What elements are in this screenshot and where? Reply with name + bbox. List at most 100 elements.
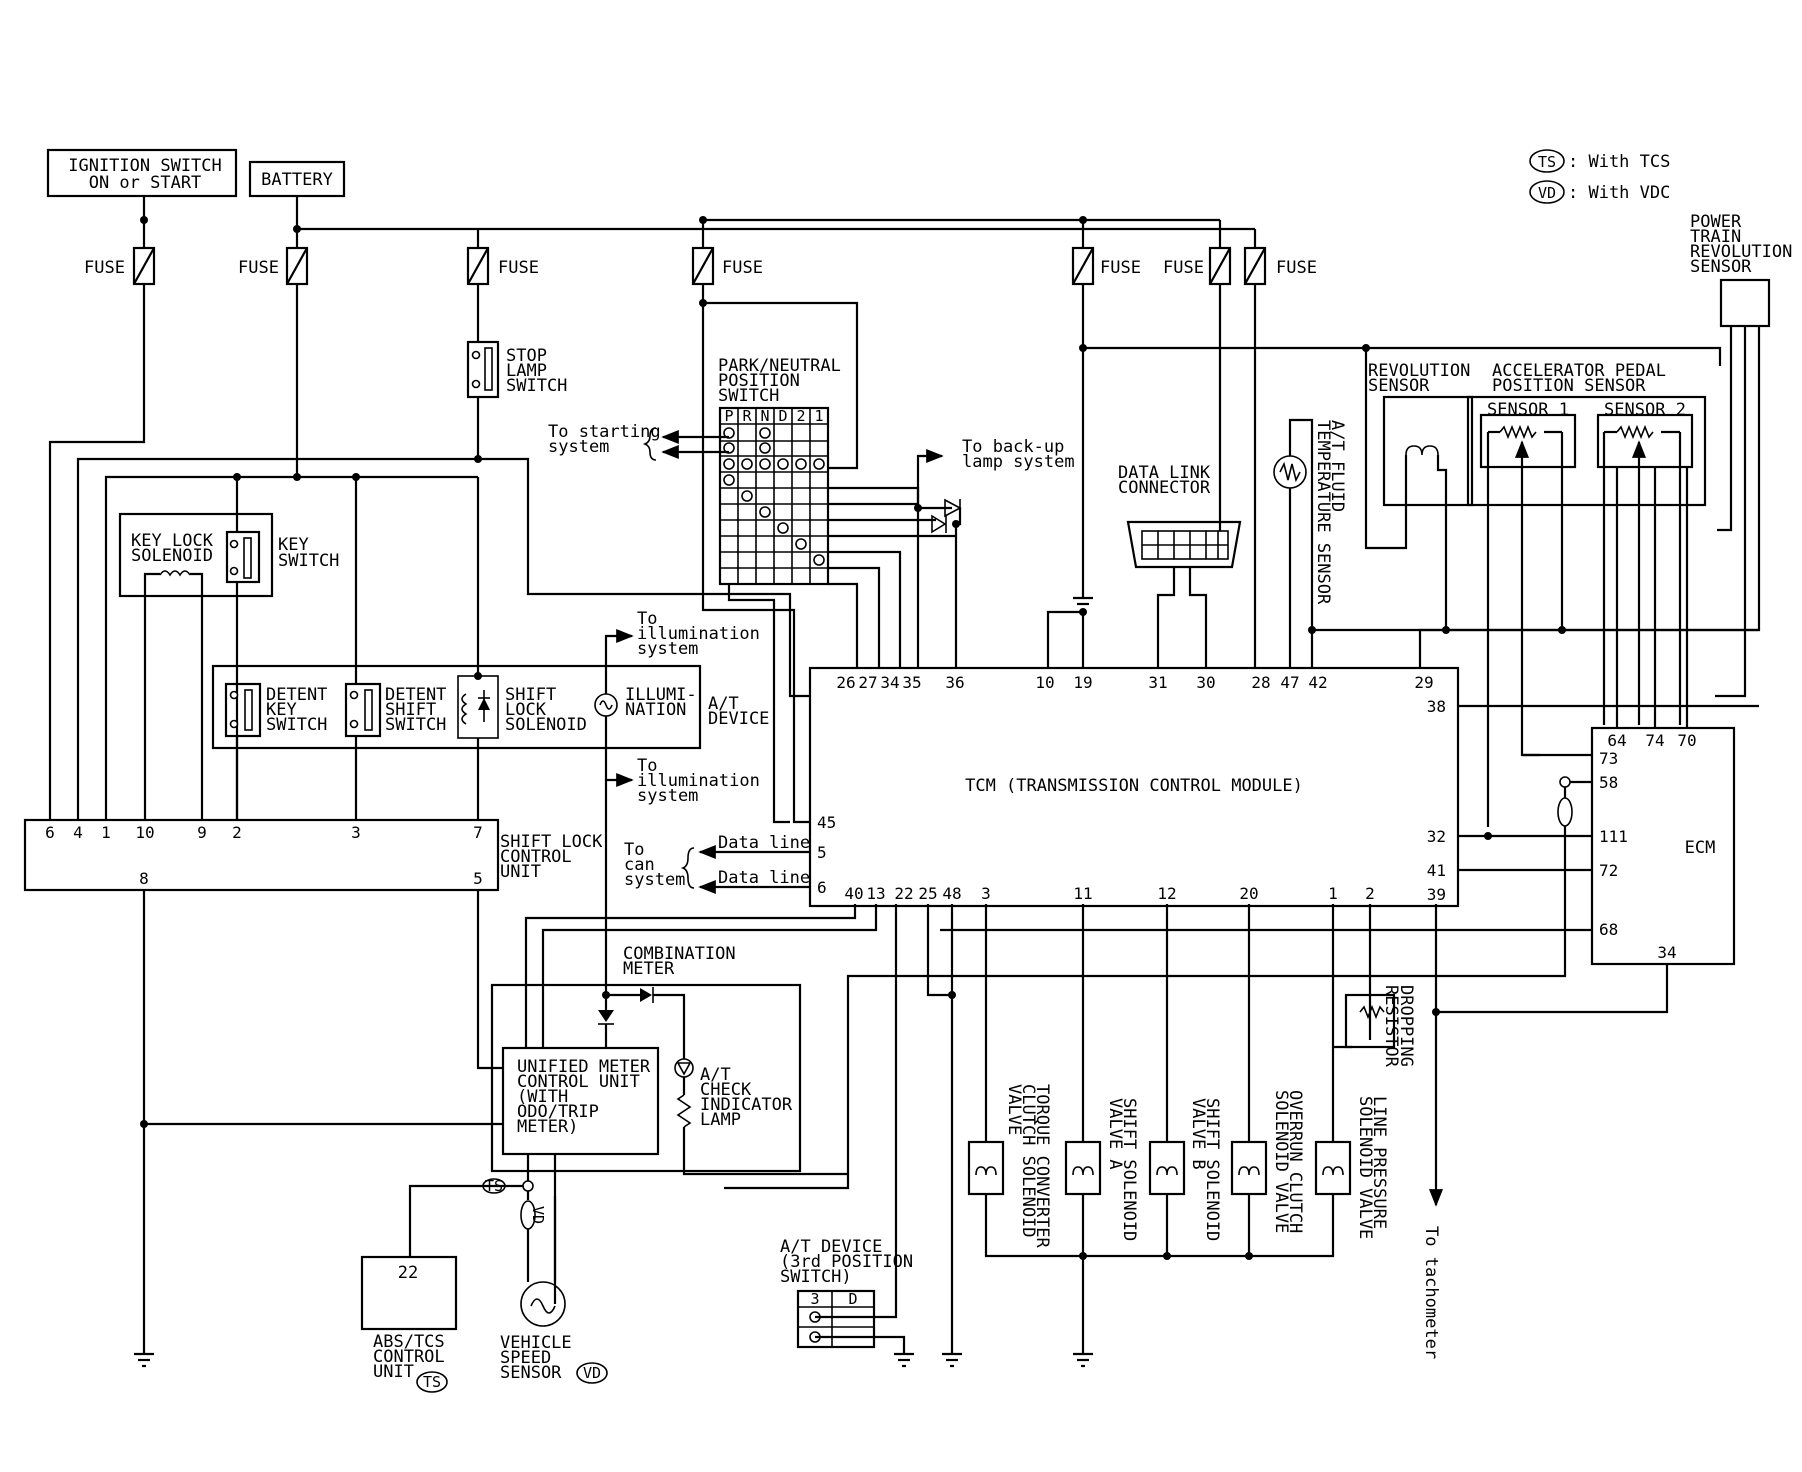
tcm: TCM (TRANSMISSION CONTROL MODULE) 26 27 … (808, 666, 1460, 908)
svg-text:Data line: Data line (718, 833, 810, 853)
svg-text:9: 9 (197, 823, 207, 842)
svg-text:TEMPERATURE SENSOR: TEMPERATURE SENSOR (1313, 420, 1333, 605)
svg-text:KEY: KEY (266, 700, 297, 720)
svg-text:29: 29 (1414, 673, 1433, 692)
svg-text:31: 31 (1148, 673, 1167, 692)
svg-text:DETENT: DETENT (385, 685, 446, 705)
overrun-clutch-solenoid: OVERRUN CLUTCH SOLENOID VALVE (1230, 1090, 1305, 1233)
svg-text:SHIFT SOLENOID: SHIFT SOLENOID (1119, 1098, 1139, 1241)
svg-text:POSITION SENSOR: POSITION SENSOR (1492, 376, 1646, 396)
svg-text:20: 20 (1239, 884, 1258, 903)
svg-text:FUSE: FUSE (1163, 258, 1204, 278)
tcm-title: TCM (TRANSMISSION CONTROL MODULE) (965, 776, 1303, 796)
svg-text:To: To (637, 609, 657, 629)
svg-text:BATTERY: BATTERY (261, 170, 333, 190)
svg-text:30: 30 (1196, 673, 1215, 692)
power-train-revolution-sensor: POWER TRAIN REVOLUTION SENSOR (1450, 212, 1792, 698)
svg-text:LINE PRESSURE: LINE PRESSURE (1369, 1096, 1389, 1229)
svg-text:POSITION: POSITION (718, 371, 800, 391)
svg-text:DEVICE: DEVICE (708, 709, 769, 729)
svg-text:SOLENOID: SOLENOID (131, 546, 213, 566)
svg-text:INDICATOR: INDICATOR (700, 1095, 793, 1115)
svg-text:To: To (624, 840, 644, 860)
svg-text:KEY: KEY (278, 535, 309, 555)
svg-text:NATION: NATION (625, 700, 686, 720)
svg-text:To back-up: To back-up (962, 437, 1064, 457)
svg-text:SENSOR: SENSOR (500, 1363, 562, 1383)
svg-text:SHIFT: SHIFT (385, 700, 436, 720)
shift-solenoid-a: SHIFT SOLENOID VALVE A (1064, 1098, 1139, 1241)
svg-text:36: 36 (945, 673, 964, 692)
to-illumination-bottom: To illumination system (604, 716, 760, 806)
at-device: DETENT KEY SWITCH DETENT SHIFT SWITCH SH… (211, 477, 769, 820)
svg-text:PARK/NEUTRAL: PARK/NEUTRAL (718, 356, 841, 376)
svg-text:FUSE: FUSE (1100, 258, 1141, 278)
svg-text:1: 1 (814, 407, 823, 425)
svg-text:VALVE B: VALVE B (1188, 1098, 1208, 1170)
revolution-sensor: REVOLUTION SENSOR (1364, 348, 1474, 668)
svg-text:VEHICLE: VEHICLE (500, 1333, 572, 1353)
svg-text:ACCELERATOR PEDAL: ACCELERATOR PEDAL (1492, 361, 1666, 381)
key-lock-solenoid: KEY LOCK SOLENOID (118, 512, 274, 820)
svg-text:74: 74 (1645, 731, 1664, 750)
svg-text:ABS/TCS: ABS/TCS (373, 1332, 445, 1352)
svg-text:(3rd POSITION: (3rd POSITION (780, 1252, 913, 1272)
svg-text:47: 47 (1280, 673, 1299, 692)
svg-text:COMBINATION: COMBINATION (623, 944, 736, 964)
svg-text:To starting: To starting (548, 422, 661, 442)
svg-text:58: 58 (1599, 773, 1618, 792)
svg-text:CLUTCH SOLENOID: CLUTCH SOLENOID (1018, 1084, 1038, 1238)
svg-text:6: 6 (45, 823, 55, 842)
fuse-6: FUSE (1163, 229, 1232, 286)
svg-text:TORQUE CONVERTER: TORQUE CONVERTER (1032, 1084, 1052, 1249)
svg-text:SENSOR 1: SENSOR 1 (1487, 400, 1569, 420)
to-illumination-top: To illumination system (604, 609, 760, 694)
svg-text:48: 48 (942, 884, 961, 903)
svg-text:SENSOR 2: SENSOR 2 (1604, 400, 1686, 420)
svg-text:VD: VD (583, 1364, 601, 1382)
svg-text:5: 5 (817, 843, 827, 862)
svg-text:19: 19 (1073, 673, 1092, 692)
svg-text:SWITCH: SWITCH (385, 715, 446, 735)
data-link-connector: DATA LINK CONNECTOR (1118, 284, 1242, 668)
svg-text:A/T: A/T (708, 694, 739, 714)
shift-solenoid-b: SHIFT SOLENOID VALVE B (1148, 1098, 1222, 1241)
svg-text:illumination: illumination (637, 624, 760, 644)
svg-text:39: 39 (1427, 885, 1446, 904)
abs-tcs-control-unit: TS 22 ABS/TCS CONTROL UNIT TS (360, 1177, 534, 1393)
svg-text:FUSE: FUSE (1276, 258, 1317, 278)
svg-text:26: 26 (836, 673, 855, 692)
legend: TS : With TCS VD : With VDC (1529, 149, 1670, 204)
to-starting-system: To starting system (548, 422, 729, 461)
svg-text:KEY LOCK: KEY LOCK (131, 531, 214, 551)
fuse-1: FUSE (84, 220, 156, 286)
svg-text:32: 32 (1427, 827, 1446, 846)
svg-text:3: 3 (981, 884, 991, 903)
svg-text:2: 2 (232, 823, 242, 842)
svg-text:VALVE A: VALVE A (1105, 1098, 1125, 1170)
accelerator-pedal-position-sensor: ACCELERATOR PEDAL POSITION SENSOR SENSOR… (1466, 361, 1707, 827)
svg-text:METER): METER) (517, 1117, 578, 1137)
svg-text:CONTROL: CONTROL (500, 847, 572, 867)
svg-text:SHIFT SOLENOID: SHIFT SOLENOID (1202, 1098, 1222, 1241)
svg-text:can: can (624, 855, 655, 875)
combination-meter: COMBINATION METER UNIFIED METER CONTROL … (490, 944, 848, 1176)
svg-text:SENSOR: SENSOR (1690, 257, 1752, 277)
fuse-7: FUSE (1243, 229, 1317, 286)
svg-text:D: D (848, 1290, 857, 1308)
svg-text:ODO/TRIP: ODO/TRIP (517, 1102, 599, 1122)
svg-text:13: 13 (866, 884, 885, 903)
can-data-lines: Data line Data line To can system (624, 833, 810, 895)
svg-text:2: 2 (796, 407, 805, 425)
svg-text:TS: TS (485, 1177, 503, 1195)
svg-text:34: 34 (880, 673, 899, 692)
svg-text:FUSE: FUSE (238, 258, 279, 278)
svg-text:IGNITION SWITCH: IGNITION SWITCH (68, 156, 222, 176)
svg-text:25: 25 (918, 884, 937, 903)
svg-text:lamp system: lamp system (962, 452, 1075, 472)
fluid-temperature-sensor: A/T FLUID TEMPERATURE SENSOR (1273, 418, 1347, 668)
svg-text:10: 10 (135, 823, 154, 842)
to-tachometer: To tachometer (1421, 904, 1444, 1359)
svg-text:UNIFIED METER: UNIFIED METER (517, 1057, 651, 1077)
park-neutral-position-switch: PARK/NEUTRAL POSITION SWITCH P R N D 2 1 (718, 356, 841, 586)
